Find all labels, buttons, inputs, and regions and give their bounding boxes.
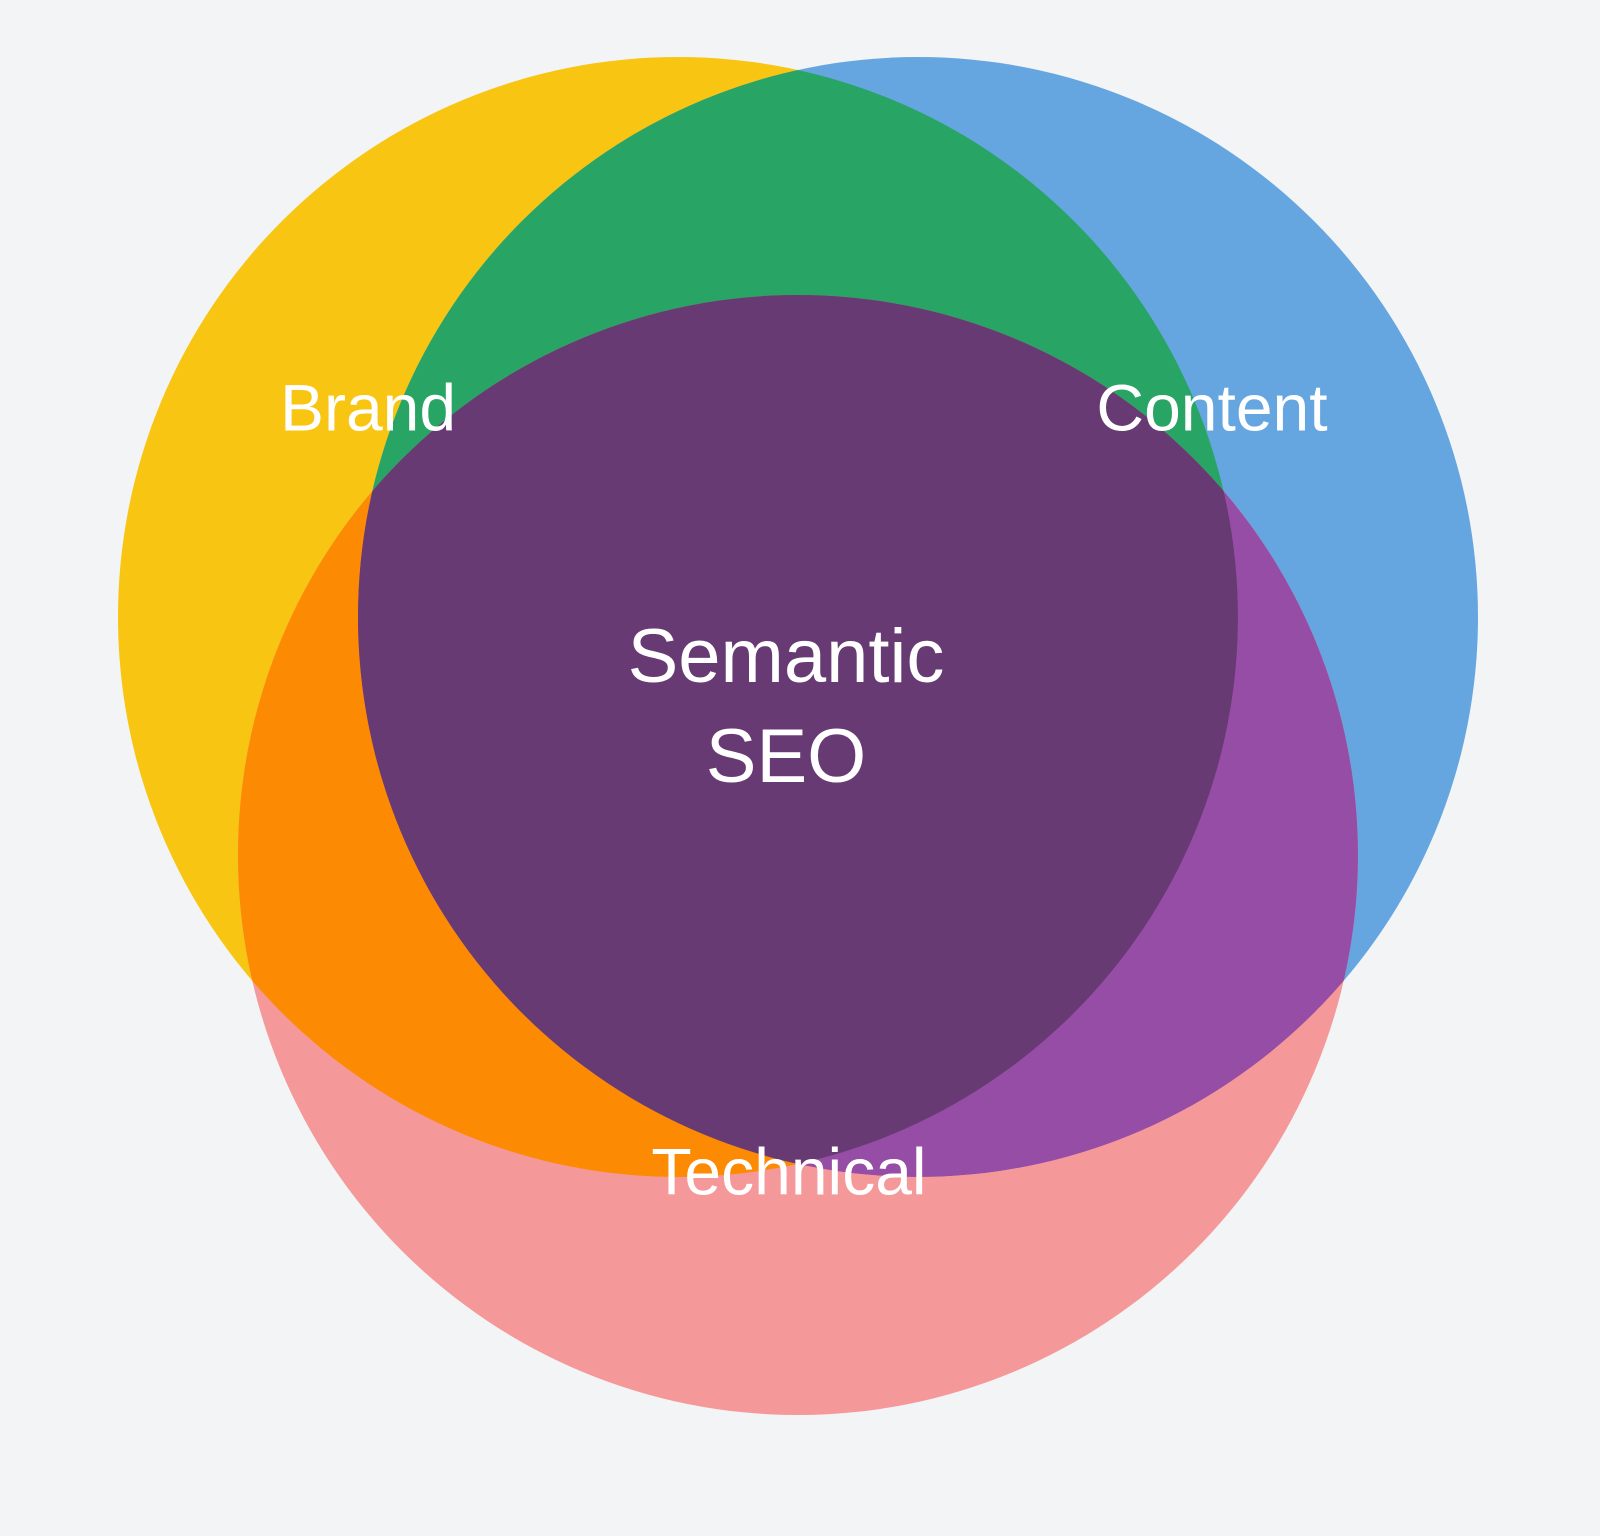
- venn-label-center-line2: SEO: [706, 714, 867, 799]
- venn-label-center-line1: Semantic: [628, 614, 945, 699]
- venn-label-brand: Brand: [280, 370, 456, 444]
- venn-label-technical: Technical: [651, 1134, 926, 1208]
- venn-label-content: Content: [1096, 370, 1327, 444]
